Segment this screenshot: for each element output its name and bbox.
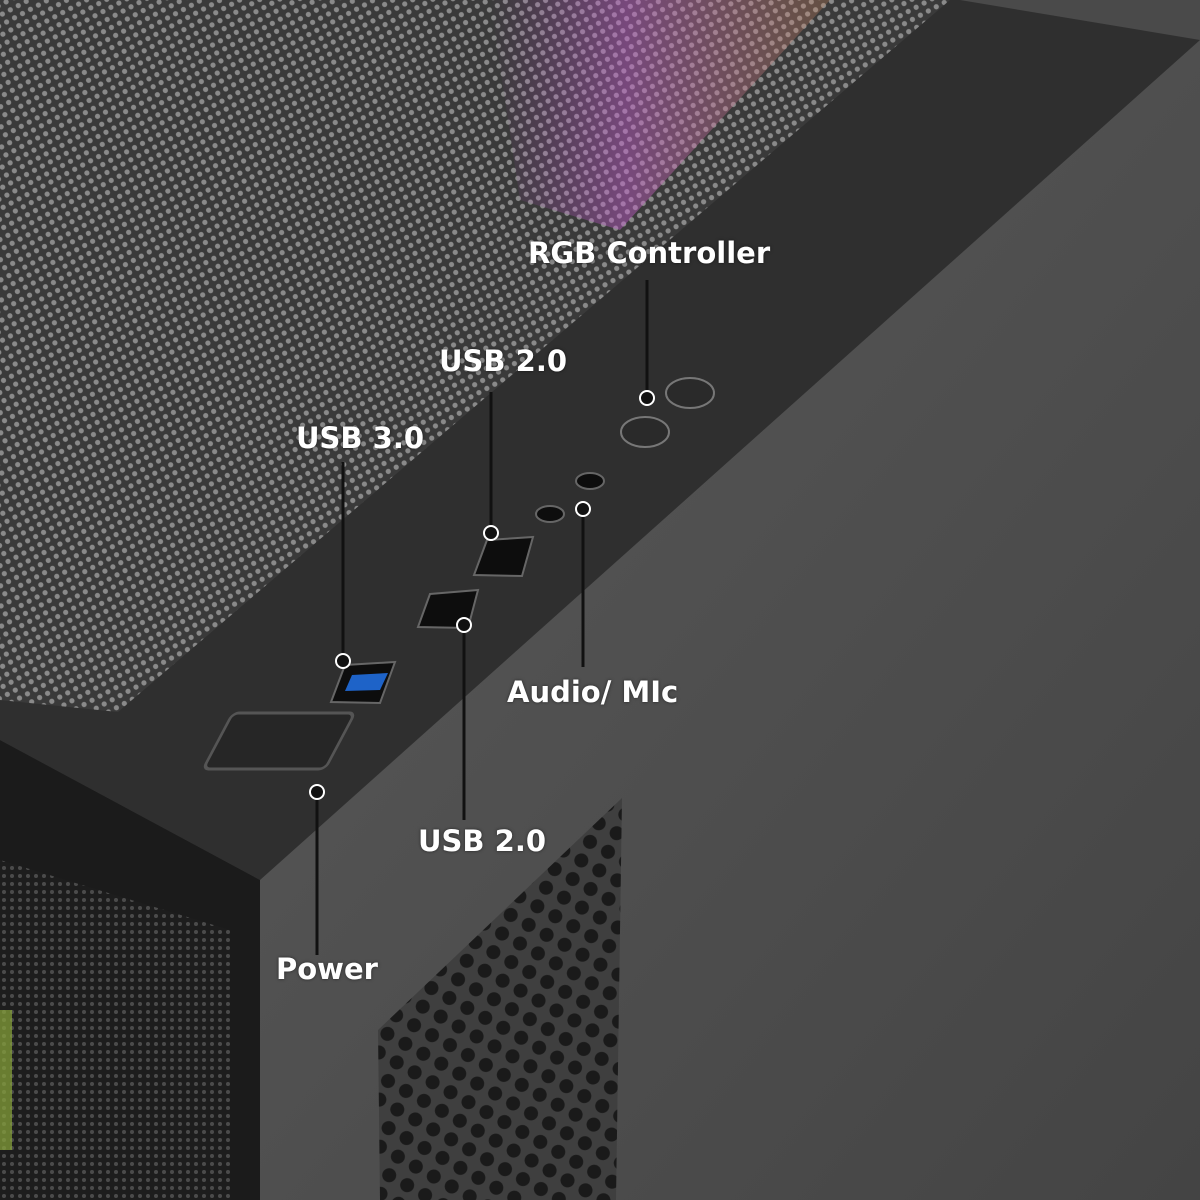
callout-dot-rgb xyxy=(639,390,655,406)
audio-mic-label: Audio/ MIc xyxy=(507,675,679,709)
usb30-label: USB 3.0 xyxy=(296,421,425,455)
rgb-fan-glow xyxy=(490,0,830,230)
audio-jack xyxy=(535,505,565,523)
callout-dot-usb2-upper xyxy=(483,525,499,541)
usb2-port-upper xyxy=(472,535,535,578)
front-mesh xyxy=(0,860,230,1200)
power-button xyxy=(203,711,355,771)
callout-dot-power xyxy=(309,784,325,800)
front-fan-accent xyxy=(0,1010,12,1150)
case-side-panel xyxy=(260,40,1200,1200)
usb3-port-tongue xyxy=(345,673,388,691)
usb20-upper-label: USB 2.0 xyxy=(439,344,568,378)
side-hex-vent xyxy=(378,798,622,1200)
rgb-button-lower xyxy=(620,416,670,448)
callout-dot-usb2-lower xyxy=(456,617,472,633)
mic-jack xyxy=(575,472,605,490)
power-label: Power xyxy=(276,952,378,986)
callout-dot-usb3 xyxy=(335,653,351,669)
rgb-controller-label: RGB Controller xyxy=(528,236,771,270)
rgb-button-upper xyxy=(665,377,715,409)
callout-lines xyxy=(309,280,655,955)
callout-dot-audio xyxy=(575,501,591,517)
top-mesh-filter xyxy=(0,0,950,712)
usb20-lower-label: USB 2.0 xyxy=(418,824,547,858)
